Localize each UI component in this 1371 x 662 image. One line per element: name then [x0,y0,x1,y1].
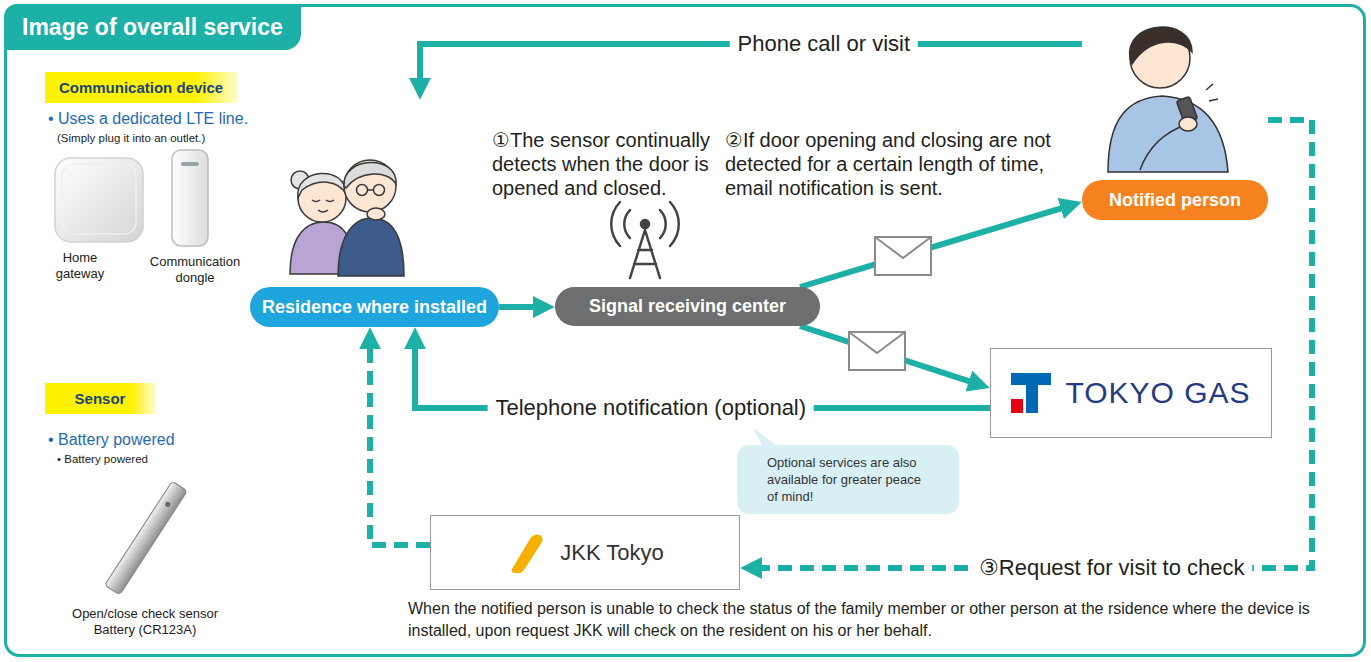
person-with-phone-image [1140,124,1188,170]
connector-label: ③Request for visit to check [971,554,1253,582]
connector-label: Telephone notification (optional) [487,394,814,422]
callout-pointer [753,428,777,446]
residence-pill: Residence where installed [250,100,499,327]
email-icon [849,332,905,353]
company-box: JKK Tokyo [430,515,740,590]
antenna-icon [630,230,660,278]
section-tag: Sensor [45,383,155,414]
node-label: Residence where installed [250,287,499,327]
callout-text: Optional services are also available for… [767,454,929,505]
dongle-image [172,150,208,246]
logo-mark [1011,399,1023,413]
elderly-couple-image [298,174,346,222]
person-pill: Notified person [1082,10,1268,220]
person-with-phone-image [1179,117,1197,131]
connector-label: Phone call or visit [730,30,918,58]
footnote: When the notified person is unable to ch… [408,598,1358,642]
sensor-image [105,481,188,595]
callout-pointer [751,428,779,446]
logo-mark [1026,385,1038,413]
company-box: TOKYO GAS [990,348,1272,438]
email-icon [849,332,905,370]
section-tag: Communication device [45,72,237,103]
elderly-couple-image [290,160,404,276]
part-caption: Communication dongle [145,254,245,286]
elderly-couple-image [357,185,368,196]
center-pill: Signal receiving center [555,287,820,326]
home-gateway-image [55,158,143,242]
step-note: ①The sensor continually detects when the… [492,128,722,200]
elderly-couple-image [312,200,334,212]
logo-mark [1011,373,1051,413]
email-icon [875,237,931,275]
feature-note: (Simply plug it into an outlet.) [57,131,205,145]
node-label: Signal receiving center [555,287,820,326]
title-tab: Image of overall service [4,4,301,50]
person-with-phone-image [1206,84,1218,101]
node-label: JKK Tokyo [560,540,664,566]
feature-text: • Battery powered [48,430,175,449]
dongle-image [172,150,208,246]
feature-note: • Battery powered [57,452,148,466]
person-with-phone-image [1108,96,1228,172]
step-note: ②If door opening and closing are not det… [725,128,1060,200]
elderly-couple-image [344,162,396,188]
outer-frame [6,6,1365,656]
part-caption: Battery (CR123A) [65,622,225,638]
node-label: TOKYO GAS [1065,376,1250,410]
logo-mark [1011,373,1051,385]
antenna-icon [611,202,679,246]
elderly-couple-image [368,189,374,191]
elderly-couple-image [298,173,346,198]
elderly-couple-image [344,160,396,212]
connector-group [370,44,1312,568]
node-label: Notified person [1082,180,1268,220]
person-with-phone-image [1130,27,1192,64]
dashed-flow-arrow [370,347,430,545]
sensor-image [164,501,171,508]
antenna-icon [641,220,649,228]
flow-arrow [800,326,971,382]
flow-arrow [800,208,1063,287]
node-label: Sensor [65,390,136,407]
feature-text: • Uses a dedicated LTE line. [48,109,248,128]
node-label: Communication device [49,79,233,96]
elderly-couple-image [367,208,385,220]
home-gateway-image [55,158,143,242]
part-caption: Home gateway [48,250,112,282]
callout-bubble: Optional services are also available for… [737,445,959,514]
sensor-image [105,481,188,595]
elderly-couple-image [338,218,404,276]
elderly-couple-image [374,185,385,196]
part-caption: Open/close check sensor [65,606,225,622]
dongle-image [181,162,199,166]
logo-mark [506,533,546,573]
person-with-phone-image [1108,27,1228,172]
home-gateway-image [62,164,136,234]
flow-arrow [499,304,535,310]
email-icon [849,332,905,370]
antenna-icon [611,202,679,278]
email-icon [875,237,931,258]
logo-mark [512,534,543,573]
email-icon [875,237,931,275]
